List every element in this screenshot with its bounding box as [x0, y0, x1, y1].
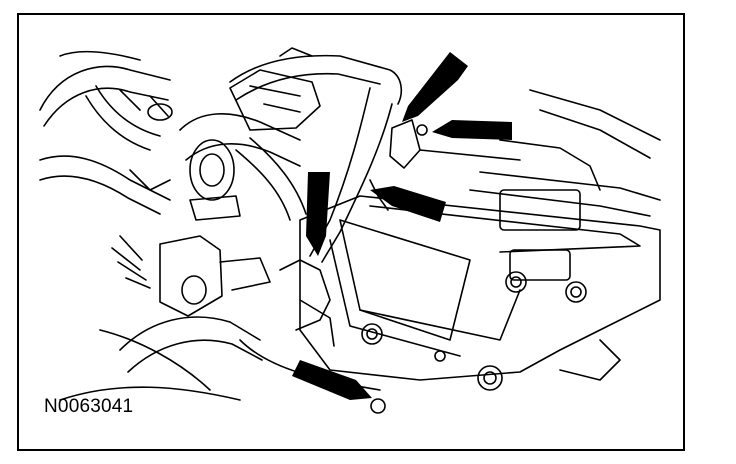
arrow-upper-connector — [402, 52, 468, 122]
figure-border — [17, 13, 685, 451]
figure-id-label: N0063041 — [44, 396, 134, 417]
arrow-upper-fastener — [432, 120, 512, 140]
left-connector — [111, 235, 271, 373]
arrow-left-connector — [306, 172, 330, 256]
battery-tray — [299, 89, 661, 381]
upper-hose — [229, 47, 403, 263]
arrow-bracket — [370, 186, 446, 222]
bracket — [369, 119, 428, 211]
center-hose-clamp — [179, 113, 307, 221]
left-hose-assembly — [39, 50, 173, 215]
bolts — [361, 271, 587, 414]
arrow-lower-bolt — [292, 360, 372, 400]
